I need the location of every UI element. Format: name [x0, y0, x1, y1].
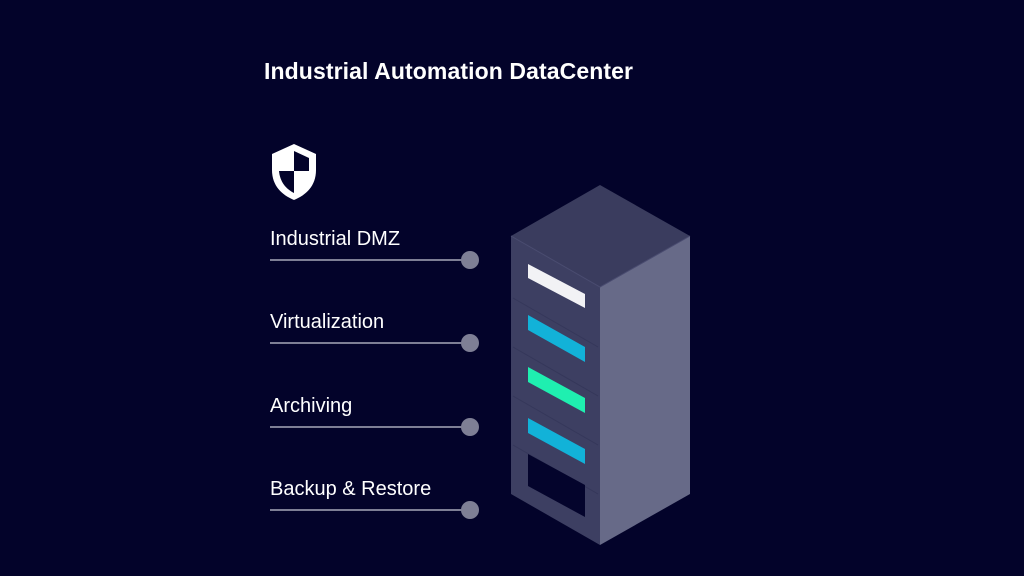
connector-line [270, 342, 464, 344]
connector-dot [461, 251, 479, 269]
feature-virtualization: Virtualization [270, 311, 490, 352]
connector-line [270, 509, 464, 511]
server-slot-industrial-dmz [528, 264, 585, 308]
feature-label: Virtualization [270, 311, 385, 333]
feature-industrial-dmz: Industrial DMZ [270, 228, 490, 269]
feature-label: Industrial DMZ [270, 228, 401, 250]
connector-line [270, 259, 464, 261]
server-slot-archiving [528, 367, 585, 413]
connector-dot [461, 334, 479, 352]
server-slot-empty [528, 454, 585, 517]
server-slot-virtualization [528, 315, 585, 362]
connector-dot [461, 418, 479, 436]
server-side-face [600, 236, 690, 545]
feature-label: Archiving [270, 395, 353, 417]
feature-backup-restore: Backup & Restore [270, 478, 490, 519]
slide-title: Industrial Automation DataCenter [264, 58, 634, 84]
shield-icon [272, 144, 316, 200]
connector-dot [461, 501, 479, 519]
feature-archiving: Archiving [270, 395, 490, 436]
server-slot-backup-restore [528, 418, 585, 464]
connector-line [270, 426, 464, 428]
feature-label: Backup & Restore [270, 478, 432, 500]
